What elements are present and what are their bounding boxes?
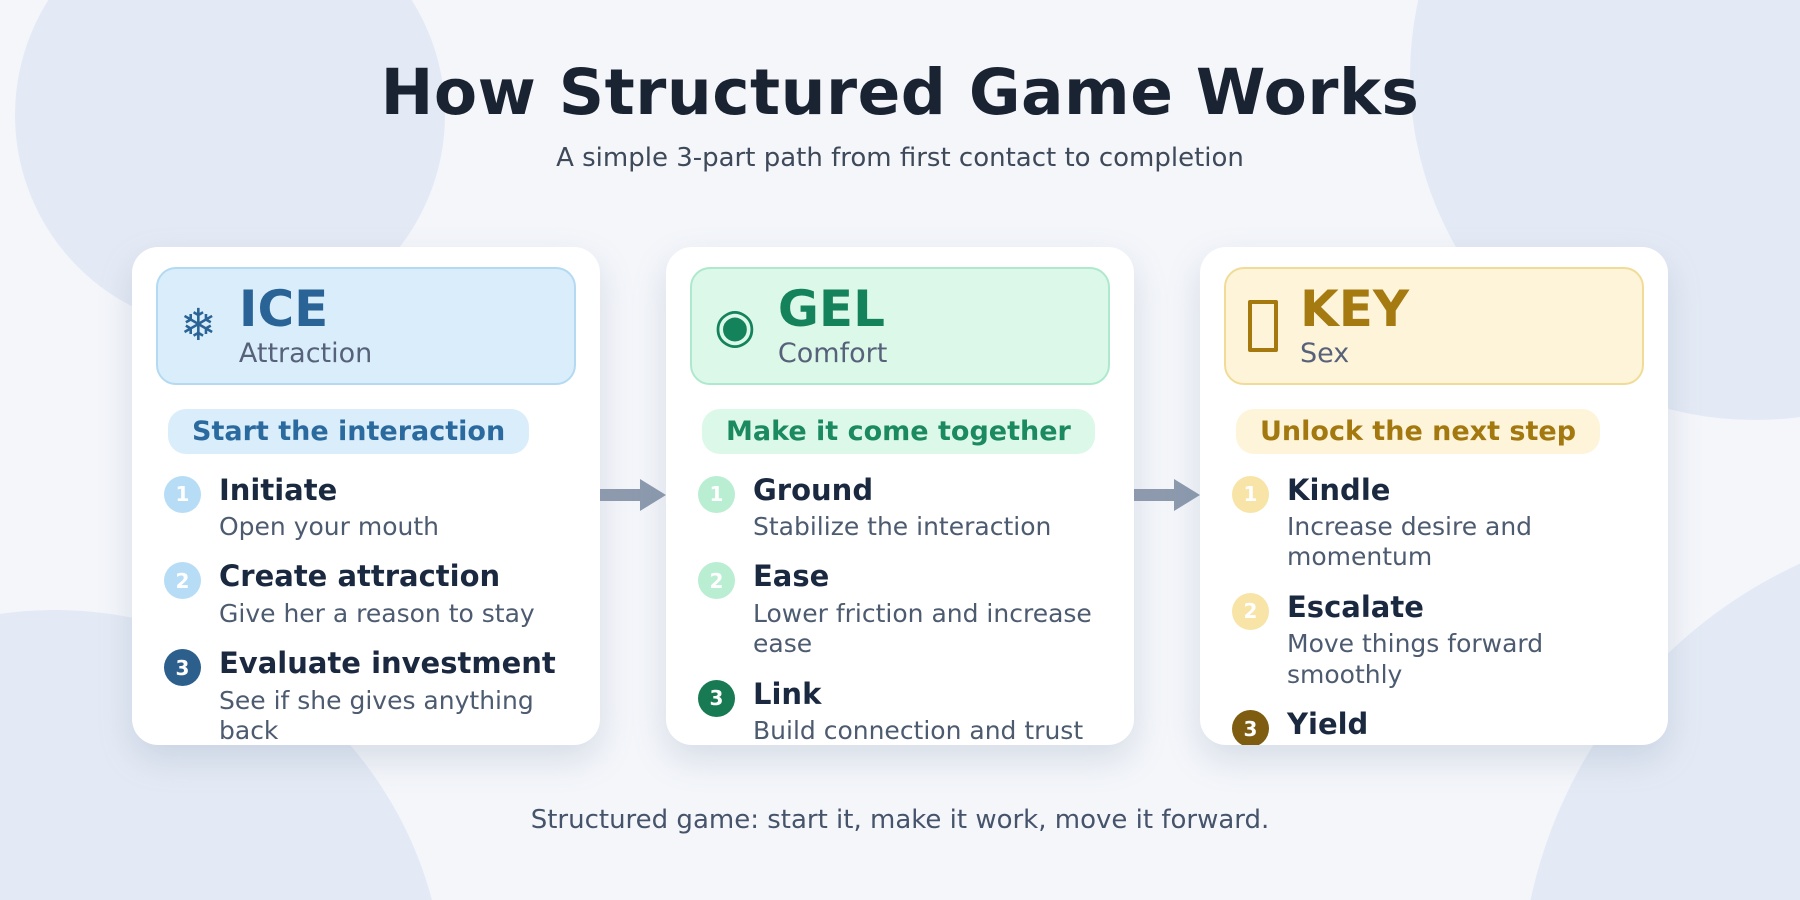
card-key-steps: 1 Kindle Increase desire and momentum 2 … xyxy=(1232,472,1644,745)
card-gel-steps: 1 Ground Stabilize the interaction 2 Eas… xyxy=(698,472,1110,745)
fisheye-target-icon: ◉ xyxy=(714,297,756,354)
card-ice-subtitle: Attraction xyxy=(238,337,373,369)
card-gel: ◉ GEL Comfort Make it come together 1 Gr… xyxy=(666,247,1134,745)
card-gel-name: GEL xyxy=(777,280,885,338)
card-key-name: KEY xyxy=(1300,280,1410,338)
step-text: Ground Stabilize the interaction xyxy=(753,472,1052,543)
step-number-badge: 2 xyxy=(1232,592,1269,630)
footer-text: Structured game: start it, make it work,… xyxy=(530,805,1270,835)
card-ice-name: ICE xyxy=(238,280,329,338)
step-text: Create attraction Give her a reason to s… xyxy=(219,559,535,629)
step-number-badge: 2 xyxy=(698,562,735,600)
step-number-badge: 1 xyxy=(164,475,201,513)
right-arrow-icon xyxy=(1134,479,1200,511)
step-title: Yield xyxy=(1287,707,1369,742)
step-description: Increase desire and momentum xyxy=(1287,511,1533,572)
step-item: 1 Initiate Open your mouth xyxy=(164,472,576,543)
page-title: How Structured Game Works xyxy=(380,56,1420,129)
card-ice: ❄ ICE Attraction Start the interaction 1… xyxy=(132,247,600,745)
card-key: KEY Sex Unlock the next step 1 Kindle In… xyxy=(1200,247,1668,745)
step-description: Open your mouth xyxy=(219,511,440,541)
step-number-badge: 1 xyxy=(1232,475,1269,513)
page-subtitle: A simple 3-part path from first contact … xyxy=(556,143,1244,173)
step-title: Ease xyxy=(753,559,830,594)
card-ice-header-text: ICE Attraction xyxy=(239,283,372,369)
step-title: Escalate xyxy=(1287,589,1424,624)
step-description: Lower friction and increase ease xyxy=(753,598,1092,659)
step-item: 1 Kindle Increase desire and momentum xyxy=(1232,472,1644,573)
step-item: 3 Evaluate investment See if she gives a… xyxy=(164,646,576,745)
step-title: Initiate xyxy=(219,472,338,507)
step-text: Kindle Increase desire and momentum xyxy=(1287,472,1644,573)
step-text: Initiate Open your mouth xyxy=(219,472,440,543)
step-number-badge: 3 xyxy=(164,649,201,687)
cards-row: ❄ ICE Attraction Start the interaction 1… xyxy=(132,247,1668,745)
card-gel-tagline: Make it come together xyxy=(702,408,1095,454)
card-ice-steps: 1 Initiate Open your mouth 2 Create attr… xyxy=(164,472,576,745)
step-description: See if she gives anything back xyxy=(219,685,534,745)
content-wrapper: How Structured Game Works A simple 3-par… xyxy=(132,56,1668,835)
step-title: Link xyxy=(753,676,822,711)
step-item: 3 Link Build connection and trust xyxy=(698,676,1110,745)
step-title: Kindle xyxy=(1287,472,1391,507)
right-arrow-icon xyxy=(600,479,666,511)
key-icon xyxy=(1248,299,1278,352)
flow-arrow-2 xyxy=(1134,477,1200,513)
step-item: 3 Yield Arrive at mutual completion xyxy=(1232,707,1644,745)
step-number-badge: 2 xyxy=(164,562,201,600)
step-title: Evaluate investment xyxy=(219,646,556,681)
flow-arrow-1 xyxy=(600,477,666,513)
step-title: Ground xyxy=(753,472,874,507)
card-key-header-text: KEY Sex xyxy=(1300,283,1409,369)
step-number-badge: 1 xyxy=(698,475,735,513)
step-number-badge: 3 xyxy=(1232,710,1269,745)
card-key-header: KEY Sex xyxy=(1224,267,1644,385)
step-text: Link Build connection and trust xyxy=(753,676,1084,745)
step-item: 1 Ground Stabilize the interaction xyxy=(698,472,1110,543)
step-description: Move things forward smoothly xyxy=(1287,629,1544,689)
step-text: Escalate Move things forward smoothly xyxy=(1287,589,1644,690)
card-ice-header: ❄ ICE Attraction xyxy=(156,267,576,385)
step-text: Evaluate investment See if she gives any… xyxy=(219,646,576,745)
step-number-badge: 3 xyxy=(698,679,735,717)
step-description: Stabilize the interaction xyxy=(753,511,1052,541)
step-text: Yield Arrive at mutual completion xyxy=(1287,707,1638,745)
card-gel-subtitle: Comfort xyxy=(777,337,888,369)
step-title: Create attraction xyxy=(219,559,501,594)
card-key-tagline: Unlock the next step xyxy=(1236,408,1601,454)
step-item: 2 Escalate Move things forward smoothly xyxy=(1232,589,1644,690)
card-gel-header: ◉ GEL Comfort xyxy=(690,267,1110,385)
step-description: Give her a reason to stay xyxy=(219,598,535,628)
step-item: 2 Ease Lower friction and increase ease xyxy=(698,559,1110,659)
card-key-subtitle: Sex xyxy=(1300,337,1350,369)
card-ice-tagline: Start the interaction xyxy=(168,408,530,454)
step-text: Ease Lower friction and increase ease xyxy=(753,559,1110,659)
card-gel-header-text: GEL Comfort xyxy=(778,283,887,369)
step-item: 2 Create attraction Give her a reason to… xyxy=(164,559,576,629)
snowflake-icon: ❄ xyxy=(180,299,217,351)
step-description: Build connection and trust xyxy=(753,716,1084,745)
